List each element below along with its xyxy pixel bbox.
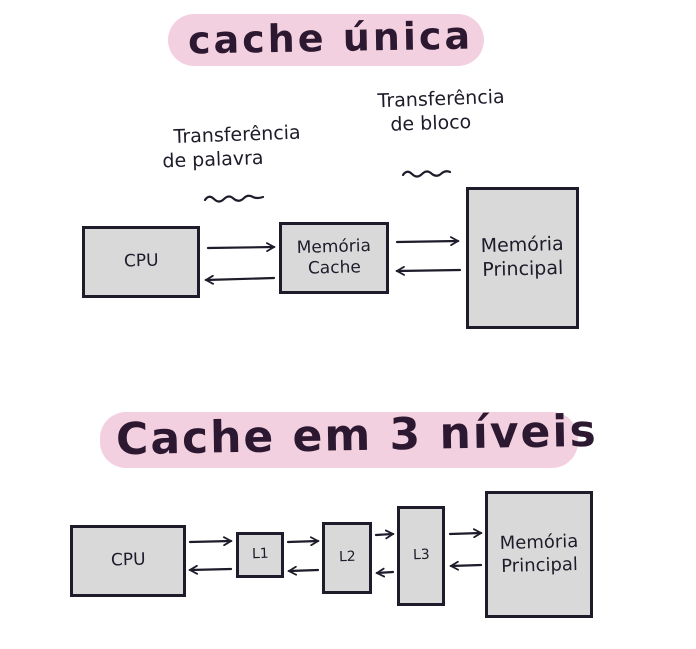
cache-to-main-arrow [395,236,460,247]
l3-box: L3 [397,506,445,606]
l1-box: L1 [236,532,284,578]
cpu-to-cache-arrow [206,242,276,253]
l2-to-l1-arrow [287,565,320,576]
cpu-to-l1-arrow [188,536,233,547]
block-note-squiggle [401,170,452,178]
l1-to-l2-arrow [286,536,320,547]
l3-to-l2-arrow [375,567,395,578]
l2-to-l3-arrow [374,529,395,540]
single-cache-heading-highlight [168,14,484,66]
single-cpu-box: CPU [82,226,200,298]
single-main-memory-box: Memória Principal [466,187,579,329]
l3-to-main-arrow [448,528,483,539]
main-to-cache-arrow [395,265,462,276]
main-to-l3-arrow [449,560,483,571]
memory-cache-box: Memória Cache [279,222,389,294]
three-cpu-box: CPU [70,525,186,597]
word-note-squiggle [203,194,265,203]
cache-to-cpu-arrow [204,274,276,285]
l1-to-cpu-arrow [188,564,233,575]
three-levels-heading-highlight [100,412,578,468]
l2-box: L2 [322,522,372,594]
three-main-memory-box: Memória Principal [485,491,593,618]
